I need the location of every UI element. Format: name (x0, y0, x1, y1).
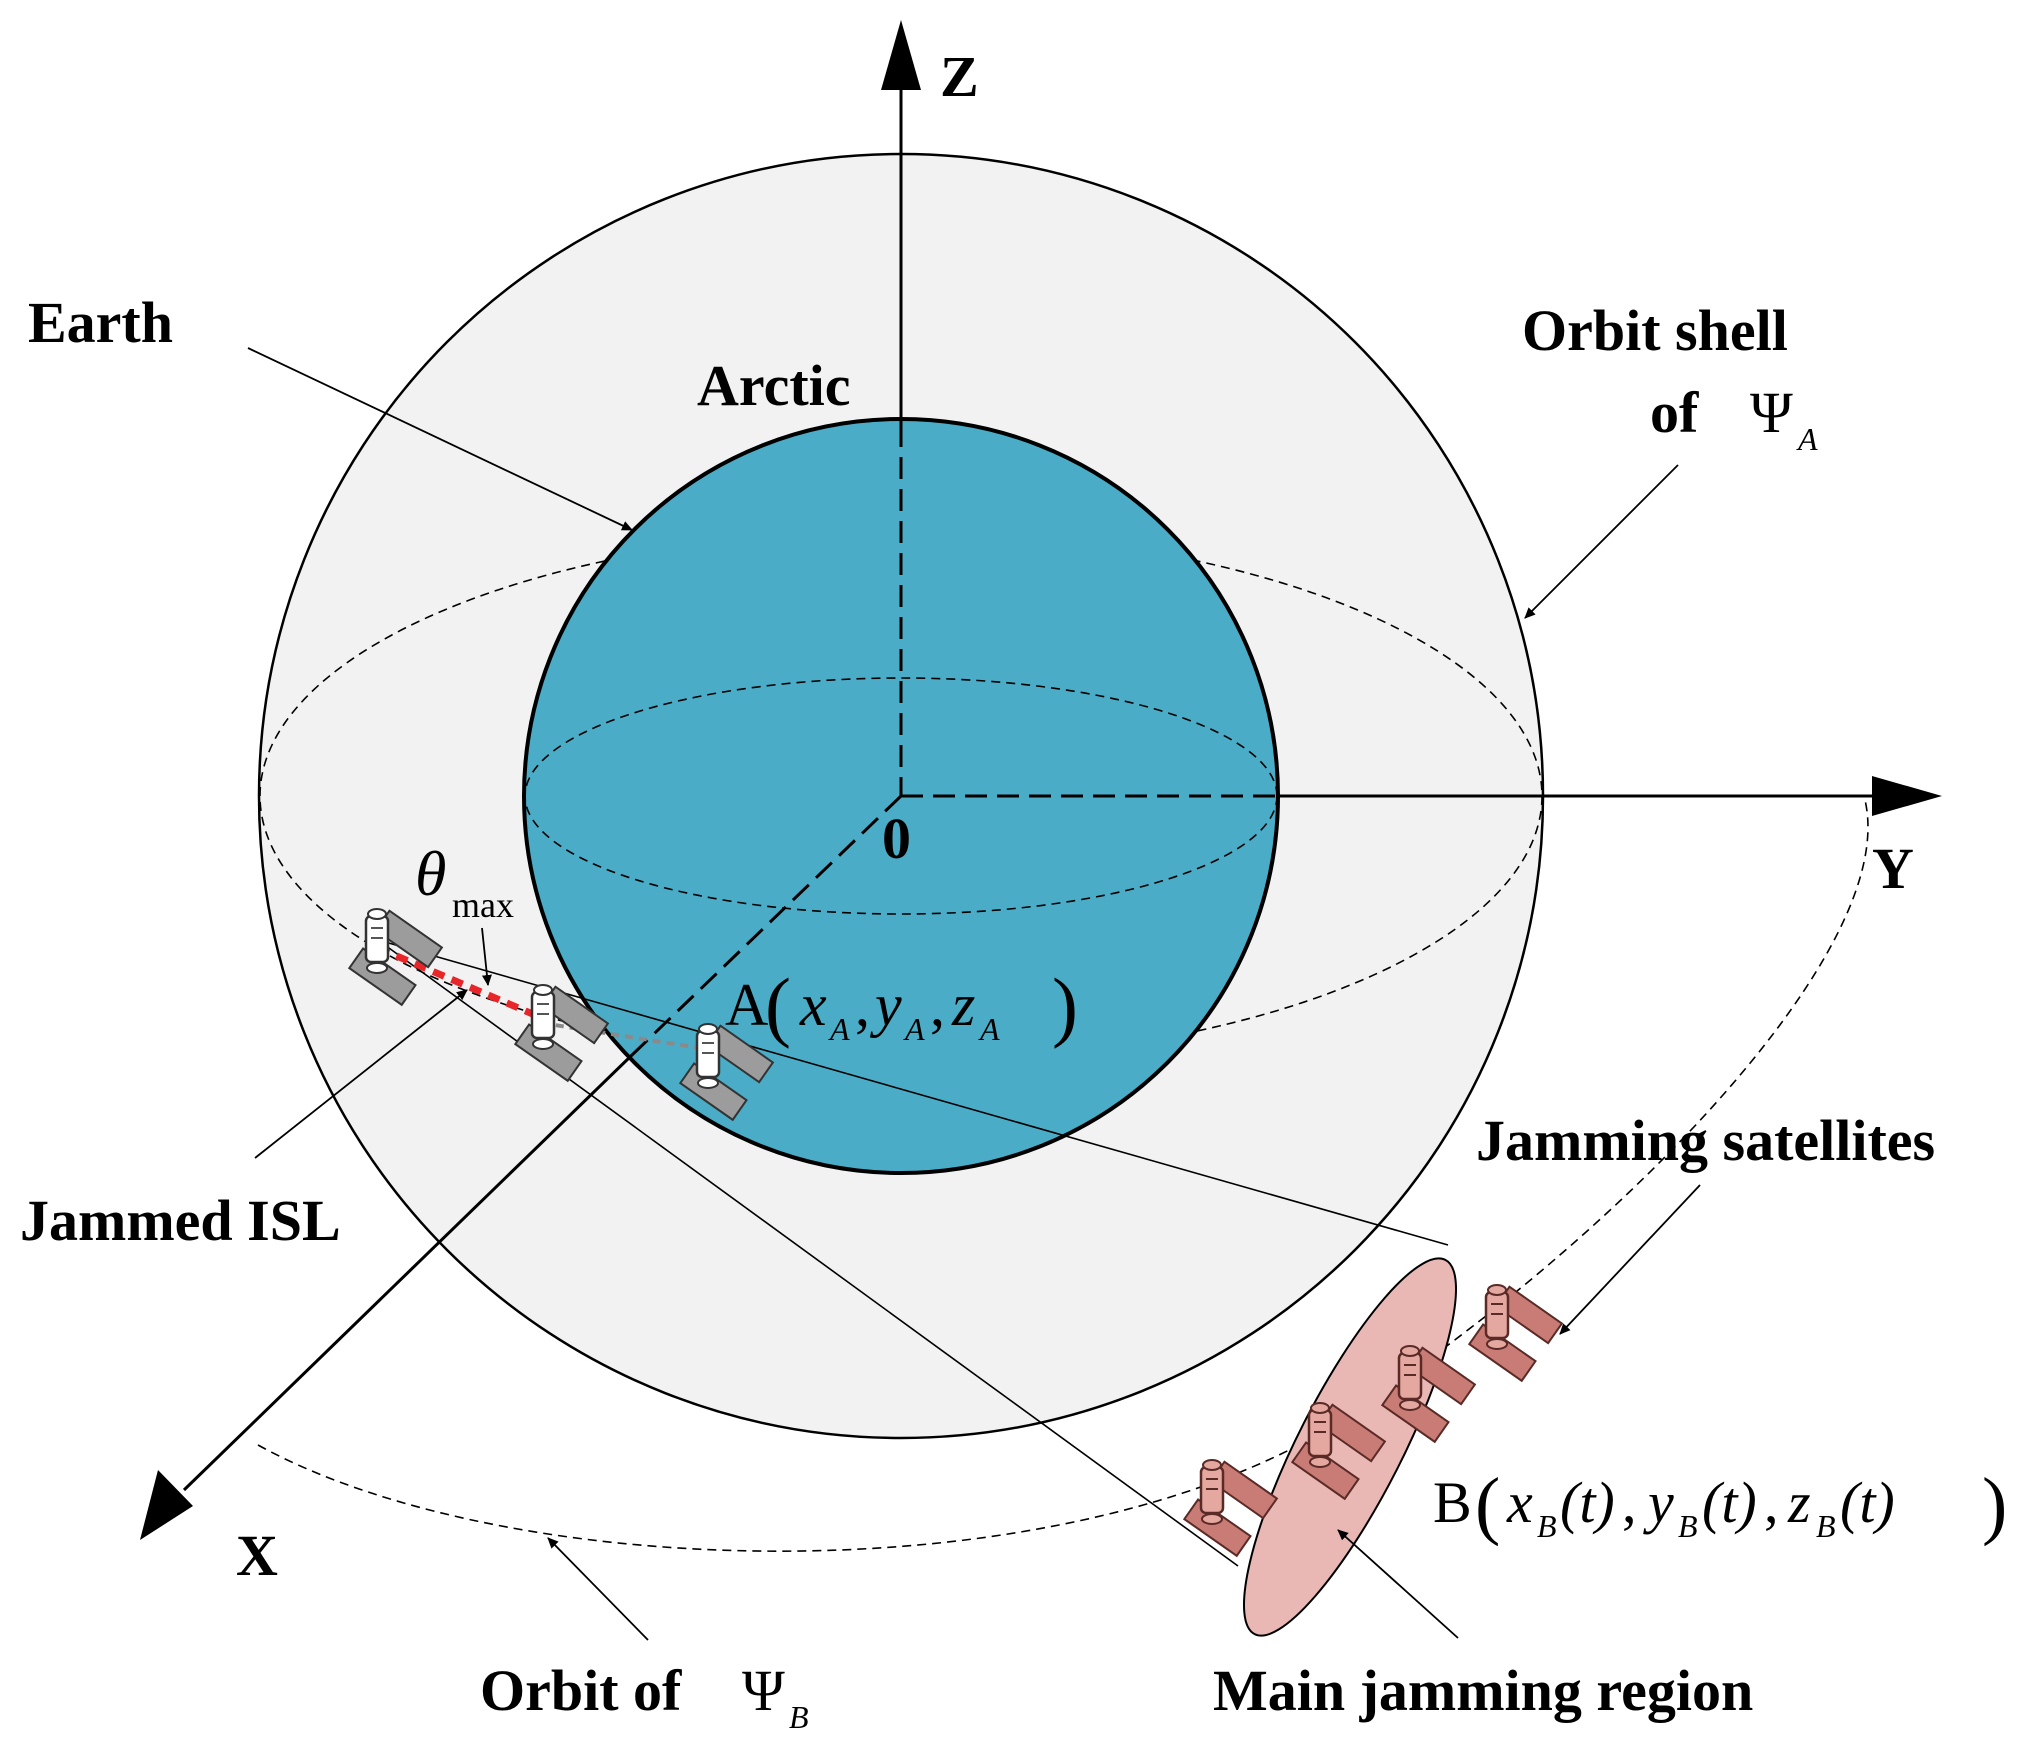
earth-equator (524, 677, 1278, 915)
psi-a-subscript: A (1796, 421, 1818, 457)
jamming-satellites-pointer (1559, 1184, 1701, 1335)
svg-text:(t): (t) (1702, 1470, 1757, 1535)
svg-text:B: B (1678, 1508, 1698, 1544)
svg-text:A: A (978, 1011, 1000, 1047)
orbit-psi-b-pointer (547, 1537, 649, 1641)
svg-text:,: , (1622, 1470, 1637, 1535)
svg-text:y: y (869, 972, 902, 1038)
orbit-shell-of-label: of (1650, 380, 1699, 445)
svg-text:A: A (828, 1011, 850, 1047)
svg-text:x: x (1506, 1470, 1533, 1535)
theta-symbol: θ (415, 838, 446, 909)
svg-text:,: , (930, 972, 945, 1038)
orbit-shell-pointer (1524, 464, 1679, 619)
svg-text:(: ( (765, 962, 791, 1049)
main-jamming-region-label: Main jamming region (1213, 1658, 1753, 1723)
jamming-region-pointer (1337, 1529, 1459, 1639)
psi-b-subscript: B (789, 1699, 809, 1735)
earth-label: Earth (28, 290, 173, 355)
theta-subscript: max (452, 885, 514, 925)
origin-label: 0 (882, 806, 911, 871)
y-axis-label: Y (1872, 836, 1914, 901)
theta-pointer (481, 927, 492, 986)
svg-text:,: , (1764, 1470, 1779, 1535)
svg-text:(t): (t) (1840, 1470, 1895, 1535)
jammed-isl-pointer (254, 989, 468, 1159)
svg-text:B: B (1816, 1508, 1836, 1544)
arctic-label: Arctic (697, 353, 851, 418)
jammed-isl-label: Jammed ISL (20, 1188, 341, 1253)
z-axis-arrowhead (881, 20, 921, 90)
jamming-satellites-label: Jamming satellites (1476, 1108, 1935, 1173)
svg-text:B: B (1433, 1470, 1472, 1535)
z-axis-label: Z (940, 44, 979, 109)
point-a-label: A ( x A , y A , z A ) (725, 962, 1078, 1049)
earth-pointer (247, 347, 633, 531)
svg-text:B: B (1537, 1508, 1557, 1544)
svg-text:A: A (725, 972, 768, 1038)
svg-text:x: x (799, 972, 827, 1038)
svg-text:A: A (903, 1011, 925, 1047)
svg-text:): ) (1052, 962, 1078, 1049)
psi-b-symbol: Ψ (742, 1658, 785, 1723)
svg-text:z: z (1787, 1470, 1811, 1535)
svg-text:y: y (1643, 1470, 1674, 1535)
svg-text:(t): (t) (1560, 1470, 1615, 1535)
orbit-shell-label: Orbit shell (1522, 298, 1788, 363)
jammed-isl-link (376, 944, 544, 1022)
svg-text:(: ( (1475, 1463, 1500, 1547)
svg-text:): ) (1982, 1463, 2007, 1547)
svg-text:z: z (951, 972, 975, 1038)
orbit-of-label: Orbit of (480, 1658, 682, 1723)
point-b-label: B ( x B (t) , y B (t) , z B (t) ) (1433, 1463, 2007, 1547)
link-gray (541, 1021, 701, 1050)
jamming-satellite-4 (1468, 1283, 1564, 1383)
x-axis-arrowhead (140, 1470, 193, 1540)
x-axis-label: X (236, 1523, 278, 1588)
x-axis (182, 1053, 634, 1492)
psi-a-symbol: Ψ (1750, 380, 1793, 445)
svg-text:,: , (855, 972, 870, 1038)
y-axis-arrowhead (1872, 776, 1942, 816)
